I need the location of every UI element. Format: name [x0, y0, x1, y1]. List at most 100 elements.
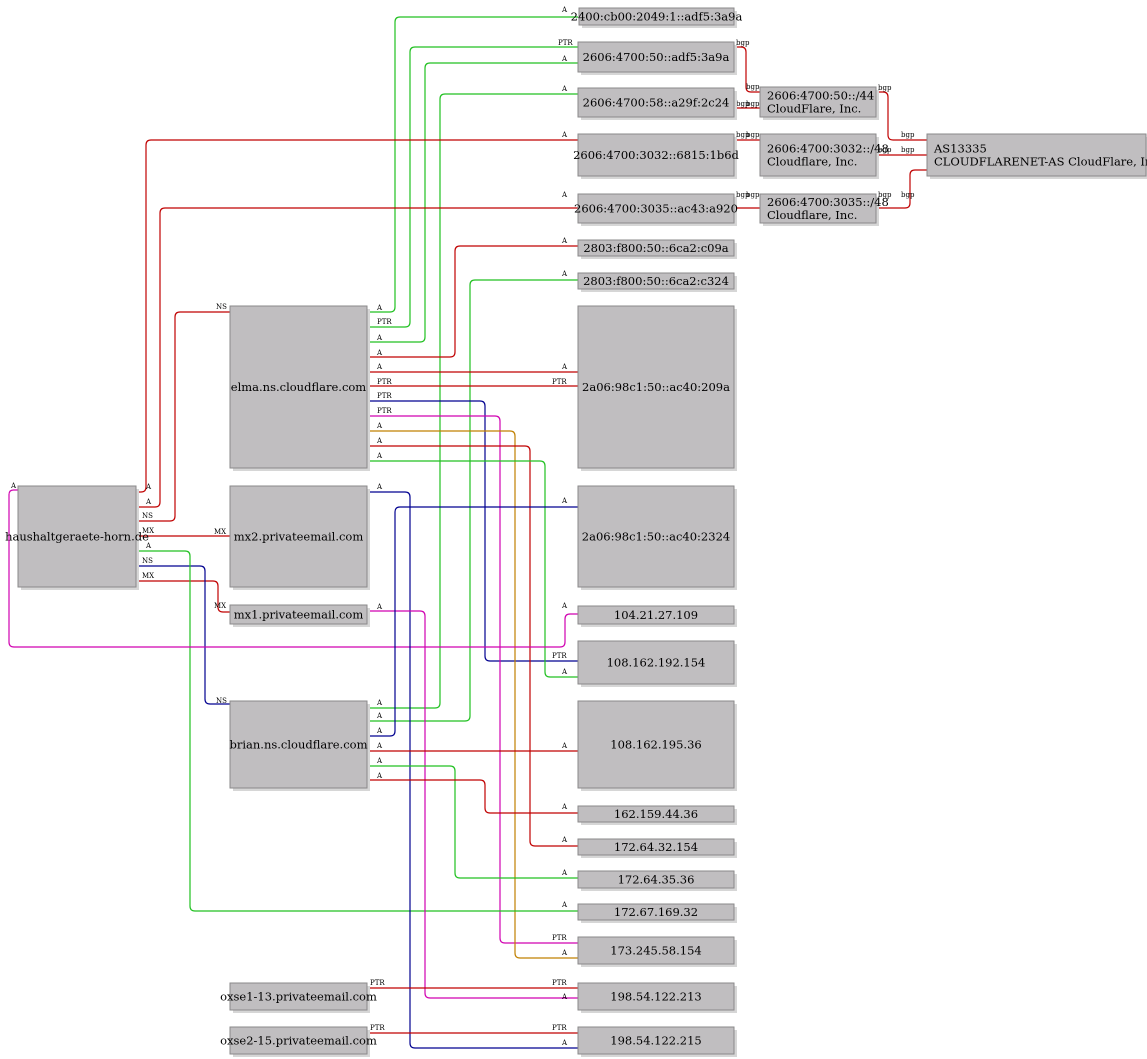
edge-n_haus-n_ac43-a: AA [136, 191, 578, 508]
node-box[interactable] [229, 1026, 368, 1055]
node-n-adf5[interactable]: 2606:4700:50::adf5:3a9a [577, 41, 737, 75]
node-n-c09a[interactable]: 2803:f800:50::6ca2:c09a [577, 239, 737, 259]
edge-source-label: A [376, 349, 383, 357]
node-box[interactable] [577, 1026, 735, 1055]
node-label: 2606:4700:3032::6815:1b6d [573, 148, 739, 162]
node-box[interactable] [759, 193, 877, 224]
node-label: elma.ns.cloudflare.com [231, 380, 367, 394]
node-box[interactable] [577, 838, 735, 856]
node-label: brian.ns.cloudflare.com [230, 738, 368, 752]
edge-n_elma-n_c09a-a: AA [367, 237, 578, 358]
edge-line [367, 779, 578, 814]
node-n-haus[interactable]: haushaltgeraete-horn.de [5, 485, 149, 590]
edge-source-label: A [145, 483, 152, 491]
node-n-c324[interactable]: 2803:f800:50::6ca2:c324 [577, 272, 737, 292]
node-n-108-154[interactable]: 108.162.192.154 [577, 640, 737, 687]
edge-target-label: PTR [558, 39, 573, 47]
node-box[interactable] [229, 485, 368, 588]
edge-line [367, 430, 578, 959]
node-label: 2606:4700:50::adf5:3a9a [583, 50, 730, 64]
node-box[interactable] [229, 700, 368, 789]
edge-source-label: bgp [878, 146, 892, 154]
node-n-104[interactable]: 104.21.27.109 [577, 605, 737, 627]
node-n-108-36[interactable]: 108.162.195.36 [577, 700, 737, 791]
node-box[interactable] [759, 133, 877, 177]
node-box[interactable] [577, 239, 735, 257]
edge-target-label: A [561, 836, 568, 844]
node-label: 108.162.192.154 [607, 656, 706, 670]
node-label: 173.245.58.154 [610, 944, 701, 958]
node-label: mx2.privateemail.com [234, 530, 364, 544]
node-box[interactable] [577, 700, 735, 789]
node-n-6815[interactable]: 2606:4700:3032::6815:1b6d [573, 133, 740, 179]
node-n-209a[interactable]: 2a06:98c1:50::ac40:209a [577, 305, 737, 471]
edge-target-label: A [561, 993, 568, 1001]
node-n-215[interactable]: 198.54.122.215 [577, 1026, 737, 1057]
edge-target-label: A [561, 602, 568, 610]
node-box[interactable] [577, 193, 735, 224]
node-label: 172.67.169.32 [614, 905, 698, 919]
node-box[interactable] [577, 605, 735, 625]
node-box[interactable] [577, 870, 735, 889]
node-n-172-36[interactable]: 172.64.35.36 [577, 870, 737, 891]
node-n-mx1[interactable]: mx1.privateemail.com [229, 604, 370, 627]
node-label: Cloudflare, Inc. [767, 155, 857, 169]
edge-source-label: A [376, 363, 383, 371]
edge-source-label: bgp [736, 100, 750, 108]
node-box[interactable] [229, 604, 368, 625]
edge-source-label: A [376, 727, 383, 735]
node-n-a29f[interactable]: 2606:4700:58::a29f:2c24 [577, 87, 737, 120]
node-n-oxse1[interactable]: oxse1-13.privateemail.com [220, 982, 377, 1013]
edge-n_haus-n_104-a: AA [8, 482, 578, 648]
node-box[interactable] [577, 903, 735, 921]
edge-target-label: PTR [552, 1024, 567, 1032]
node-box[interactable] [577, 133, 735, 177]
edge-target-label: A [561, 497, 568, 505]
edge-n_brian-n_c324-a: AA [367, 270, 578, 722]
node-n-ac43[interactable]: 2606:4700:3035::ac43:a920 [574, 193, 738, 226]
node-box[interactable] [578, 7, 735, 26]
edge-source-label: PTR [377, 318, 392, 326]
node-n-brian[interactable]: brian.ns.cloudflare.com [229, 700, 370, 791]
node-n-elma[interactable]: elma.ns.cloudflare.com [229, 305, 370, 471]
node-box[interactable] [17, 485, 137, 588]
node-n-162[interactable]: 162.159.44.36 [577, 805, 737, 825]
node-n-172-32[interactable]: 172.67.169.32 [577, 903, 737, 923]
node-n-oxse2[interactable]: oxse2-15.privateemail.com [220, 1026, 377, 1057]
node-box[interactable] [577, 272, 735, 290]
node-n-172-154[interactable]: 172.64.32.154 [577, 838, 737, 858]
edge-target-label: PTR [552, 378, 567, 386]
node-box[interactable] [577, 936, 735, 965]
node-n-2400[interactable]: 2400:cb00:2049:1::adf5:3a9a [571, 7, 743, 28]
edge-target-label: A [561, 270, 568, 278]
edge-line [136, 580, 230, 613]
node-box[interactable] [229, 305, 368, 469]
node-n-173[interactable]: 173.245.58.154 [577, 936, 737, 967]
node-n-213[interactable]: 198.54.122.213 [577, 982, 737, 1013]
node-n-mx2[interactable]: mx2.privateemail.com [229, 485, 370, 590]
node-box[interactable] [577, 87, 735, 118]
node-box[interactable] [577, 640, 735, 685]
node-box[interactable] [577, 485, 735, 588]
node-box[interactable] [577, 805, 735, 823]
node-box[interactable] [229, 982, 368, 1011]
node-n-2324[interactable]: 2a06:98c1:50::ac40:2324 [577, 485, 737, 590]
node-box[interactable] [926, 133, 1147, 177]
edge-line [367, 62, 578, 343]
node-box[interactable] [577, 982, 735, 1011]
node-label: 104.21.27.109 [614, 608, 698, 622]
node-box[interactable] [759, 86, 877, 118]
edge-target-label: A [561, 191, 568, 199]
node-box[interactable] [577, 305, 735, 469]
edge-source-label: A [376, 483, 383, 491]
node-box[interactable] [577, 41, 735, 73]
